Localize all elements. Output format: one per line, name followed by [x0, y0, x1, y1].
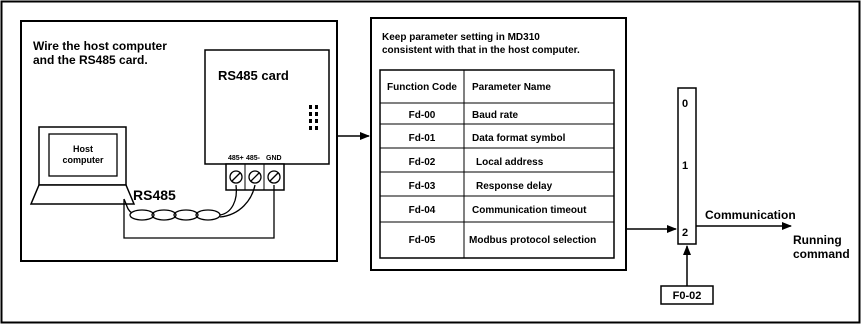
- terminal-label-gnd: GND: [266, 155, 282, 162]
- rs485-card-label: RS485 card: [218, 68, 289, 83]
- screw-terminal-icon: [248, 170, 262, 184]
- selector-option-1: 1: [682, 160, 688, 172]
- table-header-code: Function Code: [387, 82, 457, 93]
- table-cell-code: Fd-05: [409, 235, 436, 246]
- wiring-panel: Wire the host computer and the RS485 car…: [20, 20, 338, 262]
- host-label-line2: computer: [62, 155, 104, 165]
- table-cell-code: Fd-03: [409, 181, 436, 192]
- running-command-line1: Running: [793, 233, 842, 247]
- table-cell-name: Data format symbol: [472, 133, 566, 144]
- table-cell-code: Fd-01: [409, 133, 436, 144]
- param-note-line2: consistent with that in the host compute…: [382, 45, 580, 56]
- table-header-name: Parameter Name: [472, 82, 551, 93]
- table-cell-code: Fd-04: [409, 205, 436, 216]
- rs485-card: RS485 card 485+ 485- GND: [204, 49, 330, 165]
- rs485-cable-label: RS485: [133, 187, 176, 203]
- communication-label: Communication: [705, 208, 796, 222]
- terminal-label-485m: 485-: [246, 155, 261, 162]
- selector-option-2: 2: [682, 227, 688, 239]
- table-cell-code: Fd-00: [409, 110, 436, 121]
- selector-option-0: 0: [682, 98, 688, 110]
- table-cell-name: Baud rate: [472, 110, 519, 121]
- wiring-title-line2: and the RS485 card.: [33, 53, 148, 67]
- param-note-line1: Keep parameter setting in MD310: [382, 32, 540, 43]
- parameter-panel: Keep parameter setting in MD310 consiste…: [370, 17, 627, 271]
- wiring-title-line1: Wire the host computer: [33, 39, 167, 53]
- terminal-label-485p: 485+: [228, 155, 244, 162]
- table-cell-code: Fd-02: [409, 157, 436, 168]
- channel-selector: 0 1 2: [677, 87, 697, 245]
- table-cell-name: Local address: [476, 157, 544, 168]
- f0-02-box: [660, 285, 714, 305]
- table-cell-name: Modbus protocol selection: [469, 235, 596, 246]
- host-computer-icon: [29, 126, 136, 205]
- parameter-table: Function Code Parameter Name Fd-00 Baud …: [379, 69, 615, 259]
- twisted-pair-cable: [123, 184, 275, 239]
- card-pins-icon: [309, 105, 318, 130]
- screw-terminal-icon: [267, 170, 281, 184]
- table-cell-name: Communication timeout: [472, 205, 587, 216]
- screw-terminal-icon: [229, 170, 243, 184]
- f0-02-label: F0-02: [673, 290, 702, 302]
- table-cell-name: Response delay: [476, 181, 553, 192]
- running-command-line2: command: [793, 247, 850, 261]
- host-label-line1: Host: [73, 144, 93, 154]
